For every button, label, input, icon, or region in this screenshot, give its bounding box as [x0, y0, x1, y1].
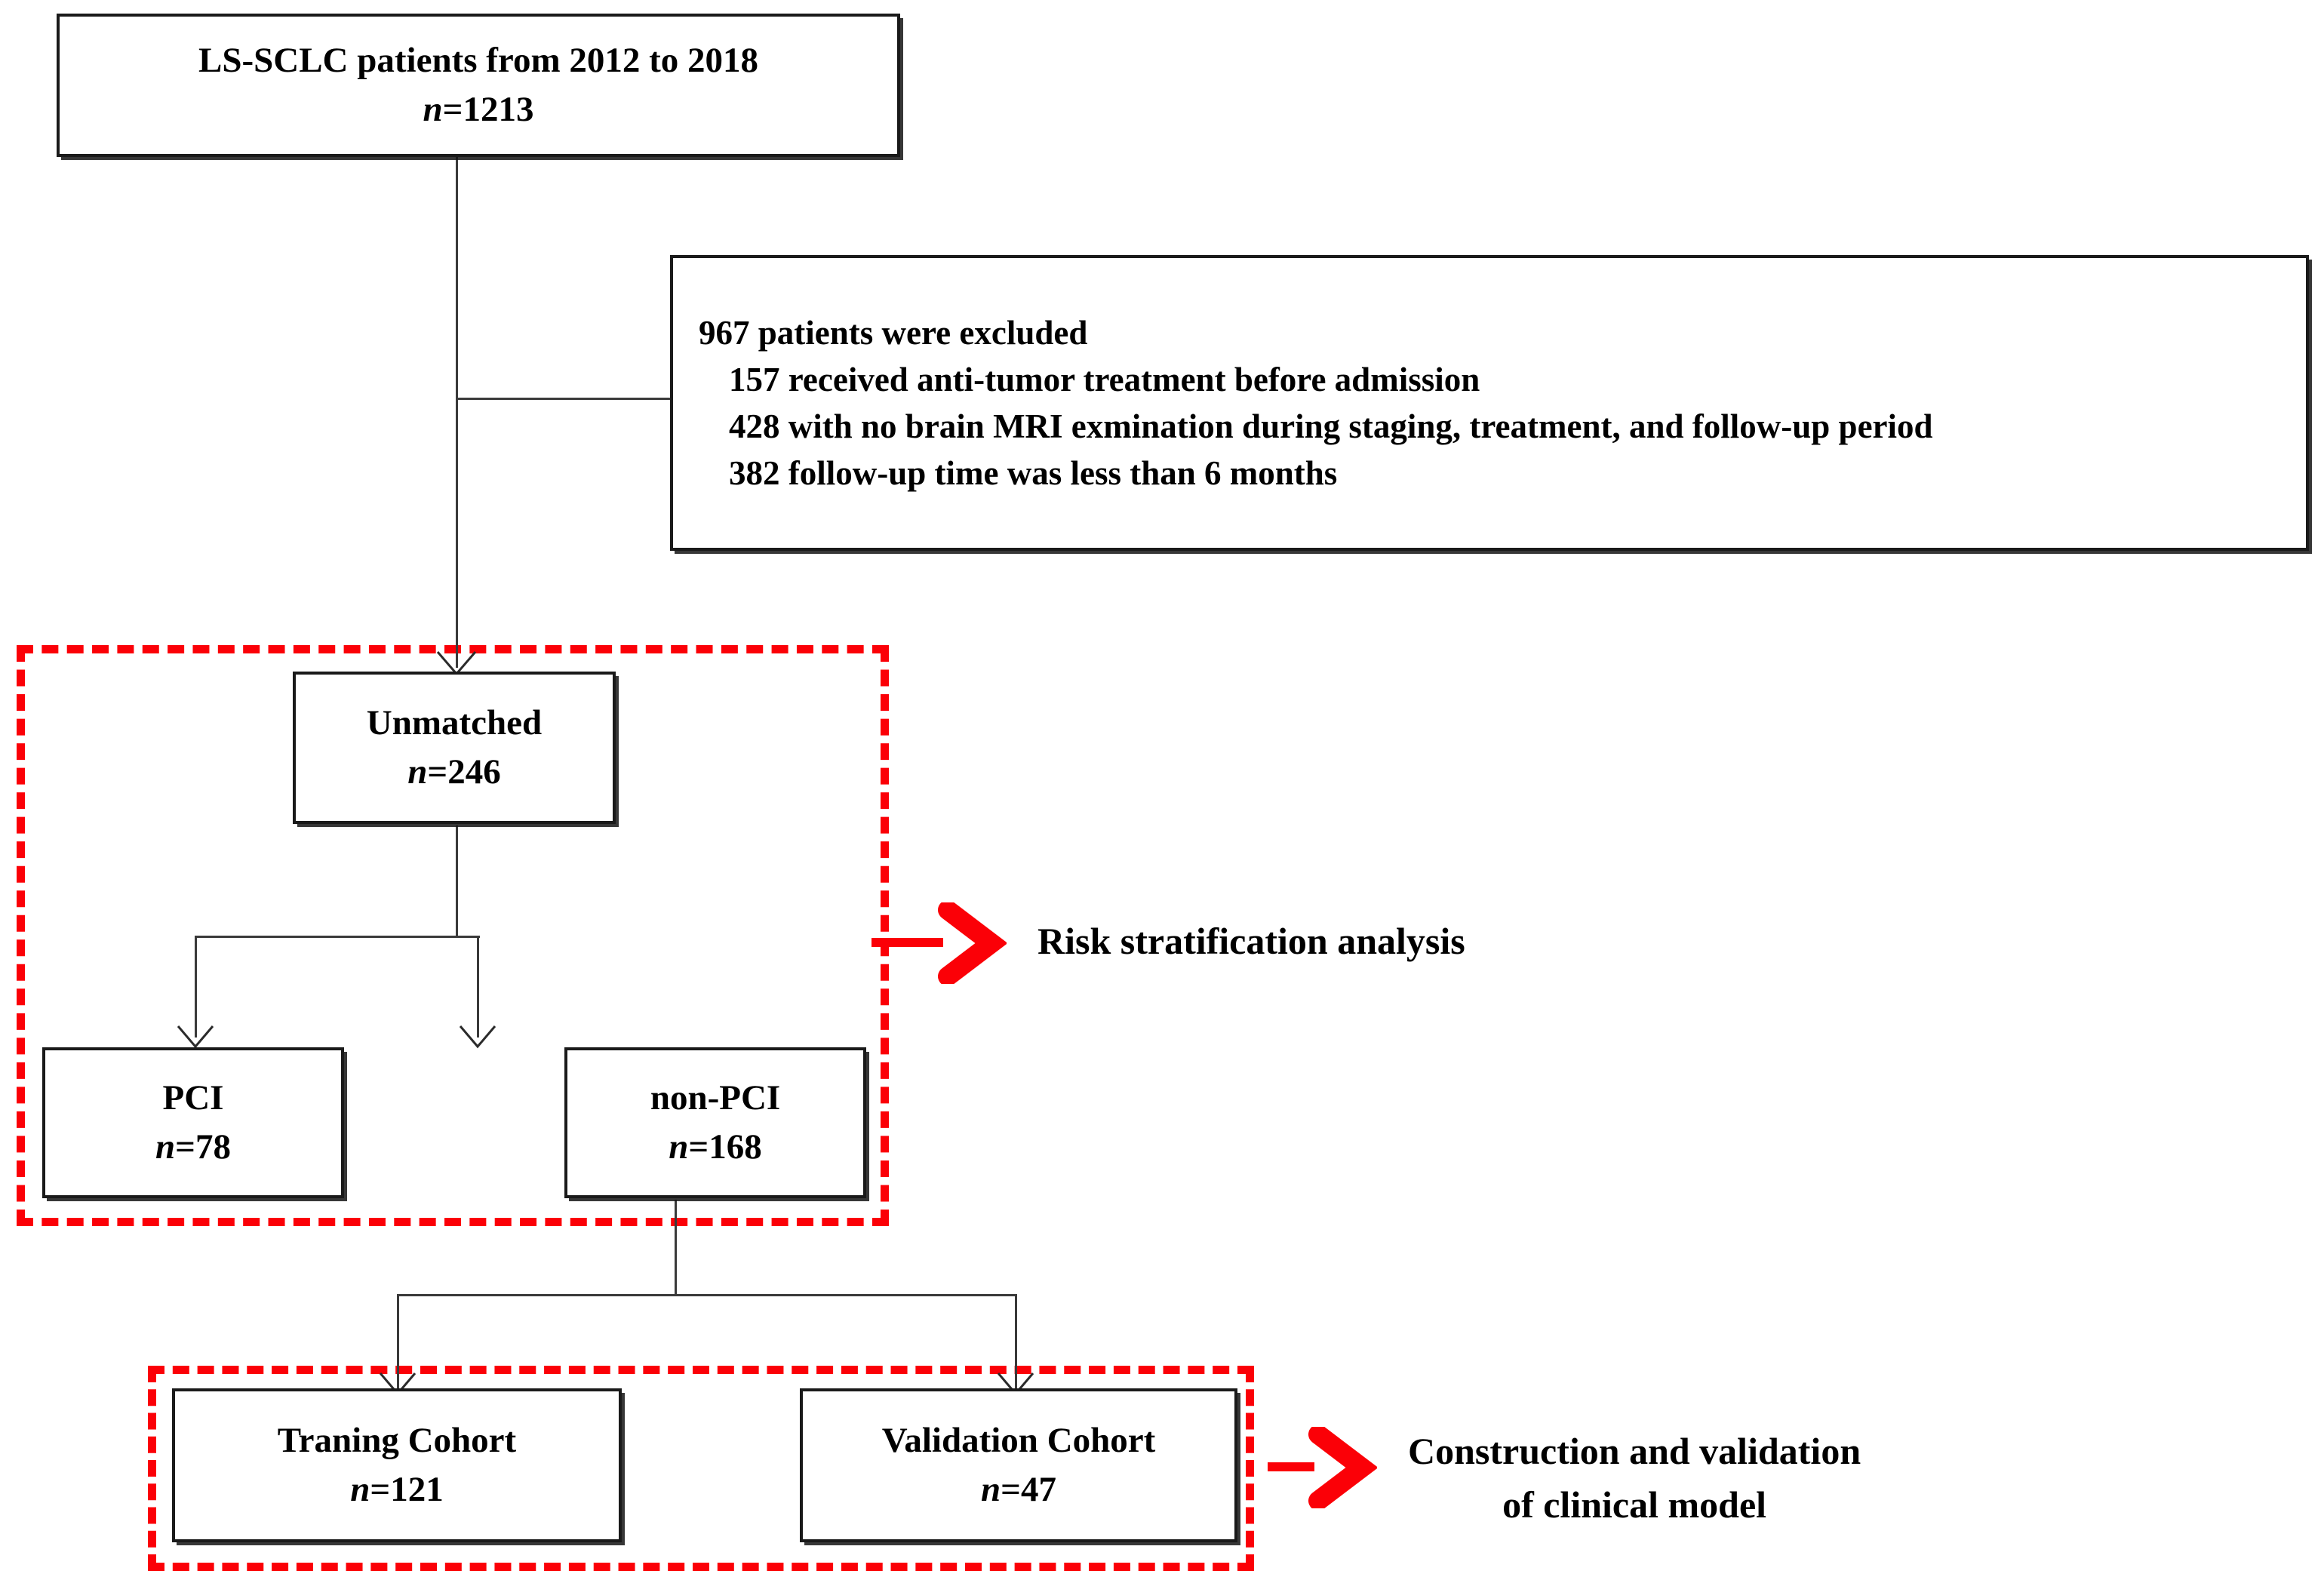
connector-split-bar-cohorts: [397, 1294, 1017, 1296]
model-construction-region: [148, 1366, 1254, 1571]
unmatched-n-value: =246: [427, 752, 501, 792]
connector-to-exclusions: [456, 398, 673, 400]
arrowhead-into-pci: [177, 1025, 214, 1049]
node-training-cohort: Traning Cohort n=121: [172, 1388, 622, 1542]
training-cohort-n-value: =121: [370, 1470, 444, 1509]
red-chevron-model-construction-icon: [1308, 1427, 1377, 1508]
connector-to-validation-cohort: [1015, 1294, 1017, 1388]
training-cohort-n-label: n: [350, 1470, 370, 1509]
red-stub-model-construction: [1268, 1462, 1314, 1471]
exclusion-item-2: 428 with no brain MRI exmination during …: [729, 407, 1933, 445]
node-unmatched: Unmatched n=246: [293, 672, 616, 824]
validation-cohort-count: n=47: [981, 1465, 1056, 1514]
non-pci-title: non-PCI: [650, 1078, 781, 1118]
exclusion-item-1: 157 received anti-tumor treatment before…: [729, 360, 1480, 398]
pci-n-value: =78: [175, 1127, 231, 1167]
validation-cohort-title: Validation Cohort: [881, 1421, 1156, 1461]
non-pci-n-label: n: [669, 1127, 689, 1167]
non-pci-count: n=168: [669, 1123, 761, 1172]
node-non-pci: non-PCI n=168: [564, 1047, 866, 1198]
connector-to-training-cohort: [397, 1294, 399, 1388]
annotation-model-construction: Construction and validation of clinical …: [1408, 1425, 1861, 1532]
node-pci: PCI n=78: [42, 1047, 344, 1198]
red-stub-risk-stratification: [872, 938, 943, 947]
unmatched-title: Unmatched: [366, 703, 543, 743]
validation-cohort-n-label: n: [981, 1470, 1001, 1509]
risk-stratification-region: [17, 645, 889, 1226]
connector-source-to-unmatched: [456, 83, 458, 668]
node-exclusions: 967 patients were excluded 157 received …: [670, 255, 2309, 551]
model-construction-line-1: Construction and validation: [1408, 1430, 1861, 1472]
source-cohort-n-label: n: [423, 90, 443, 129]
source-cohort-n-value: =1213: [442, 90, 534, 129]
red-chevron-risk-stratification-icon: [937, 902, 1007, 984]
connector-to-non-pci: [477, 936, 479, 1038]
non-pci-n-value: =168: [688, 1127, 762, 1167]
source-cohort-count: n=1213: [423, 85, 534, 134]
connector-to-pci: [195, 936, 197, 1038]
exclusion-item-3: 382 follow-up time was less than 6 month…: [729, 454, 1338, 493]
arrowhead-into-non-pci: [459, 1025, 496, 1049]
risk-stratification-label: Risk stratification analysis: [1038, 920, 1465, 962]
pci-n-label: n: [155, 1127, 176, 1167]
training-cohort-count: n=121: [350, 1465, 443, 1514]
source-cohort-title: LS-SCLC patients from 2012 to 2018: [198, 41, 759, 81]
model-construction-line-2: of clinical model: [1502, 1483, 1767, 1526]
connector-unmatched-down: [456, 825, 458, 937]
unmatched-n-label: n: [407, 752, 428, 792]
connector-non-pci-down: [675, 1200, 677, 1296]
pci-count: n=78: [155, 1123, 231, 1172]
annotation-risk-stratification: Risk stratification analysis: [1038, 915, 1465, 968]
pci-title: PCI: [162, 1078, 224, 1118]
exclusions-header: 967 patients were excluded: [699, 313, 1088, 352]
node-validation-cohort: Validation Cohort n=47: [800, 1388, 1237, 1542]
unmatched-count: n=246: [407, 748, 500, 797]
node-source-cohort: LS-SCLC patients from 2012 to 2018 n=121…: [57, 14, 900, 157]
connector-split-bar-pci: [195, 936, 480, 938]
training-cohort-title: Traning Cohort: [277, 1421, 517, 1461]
validation-cohort-n-value: =47: [1001, 1470, 1056, 1509]
